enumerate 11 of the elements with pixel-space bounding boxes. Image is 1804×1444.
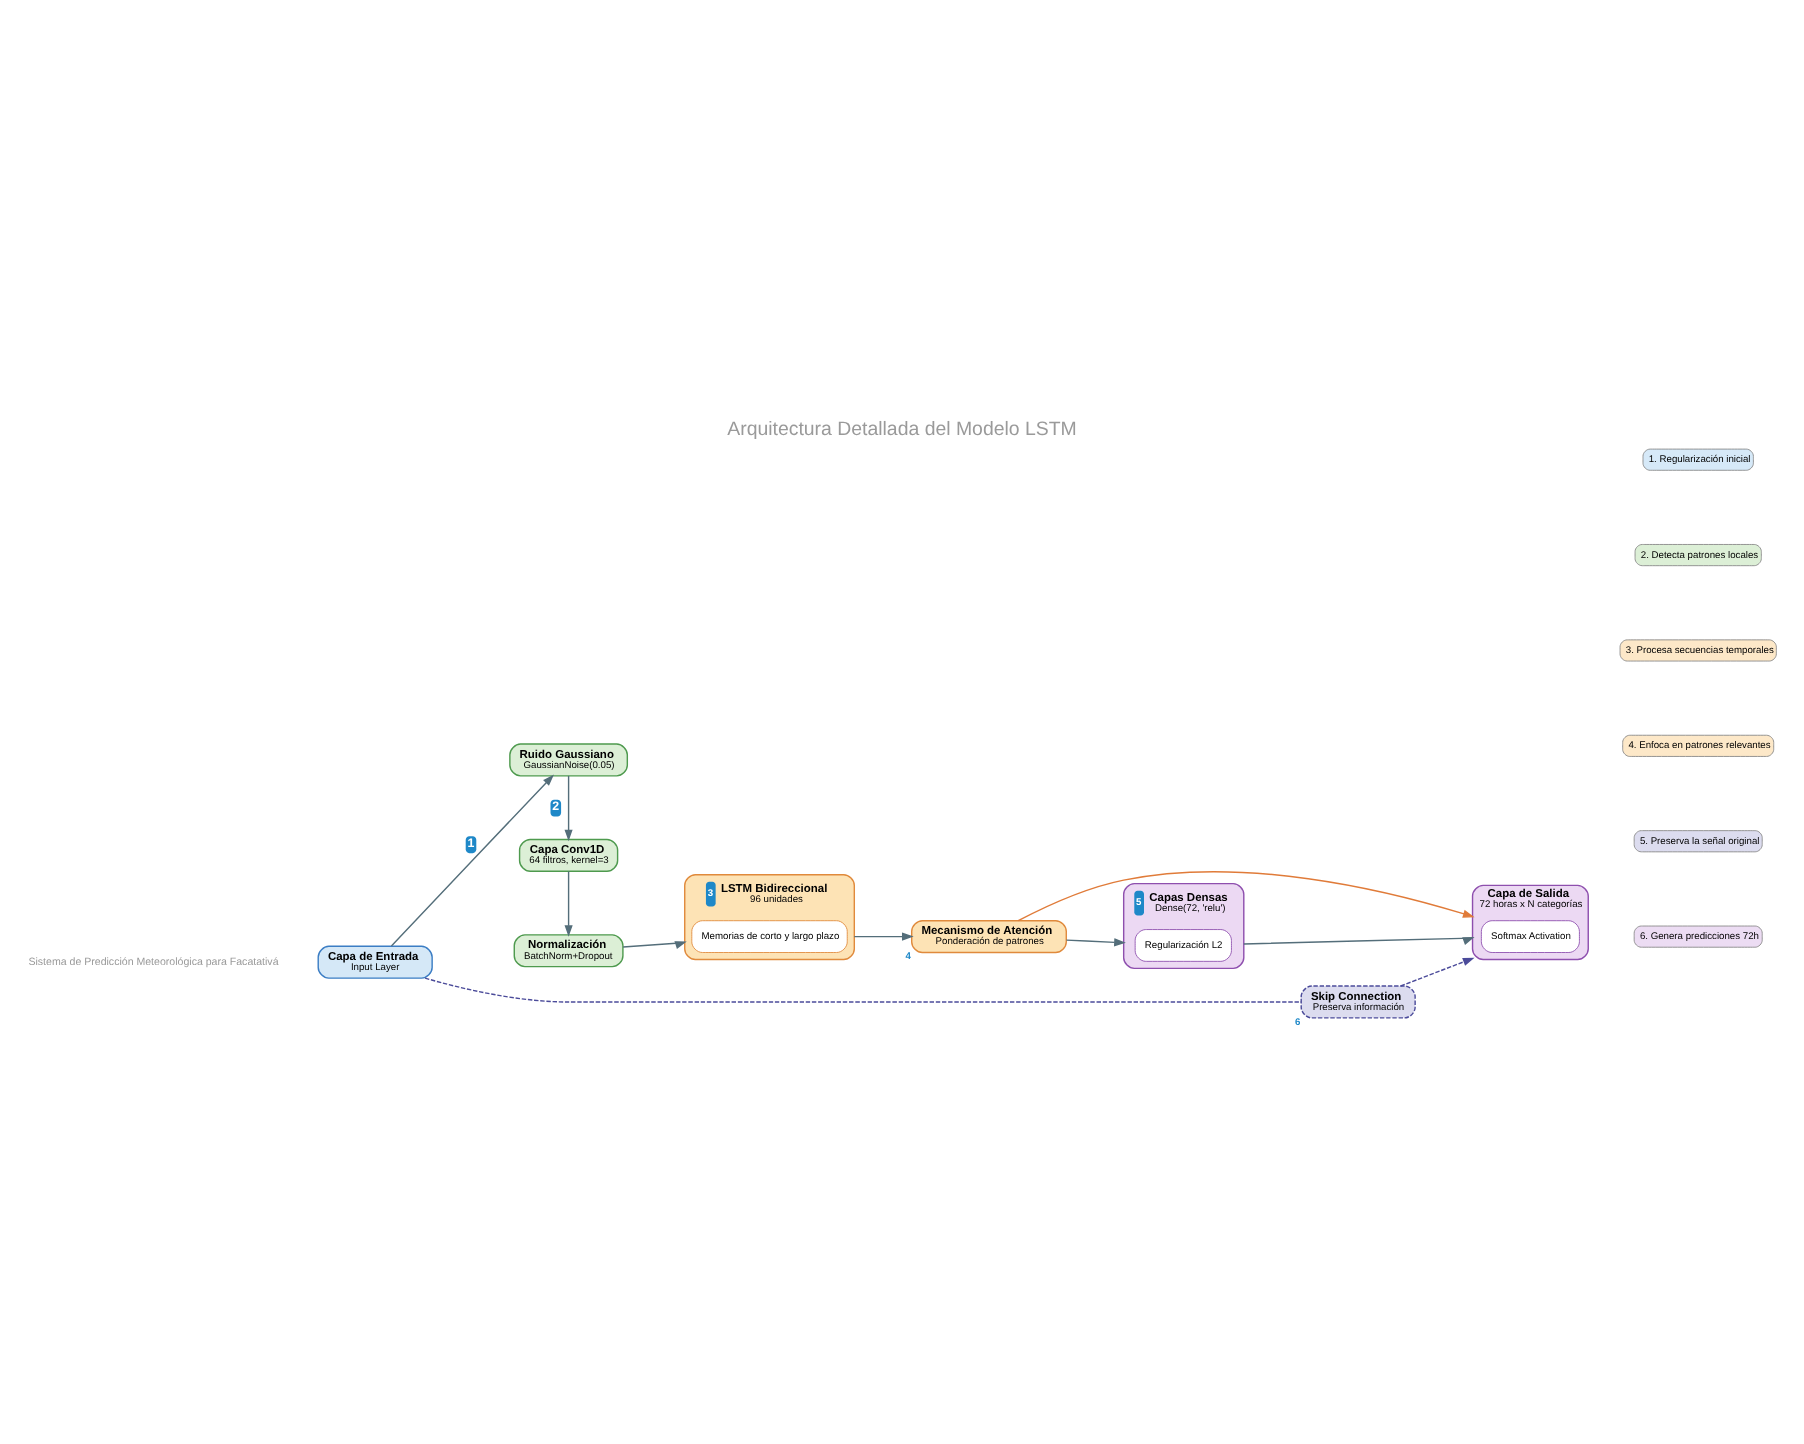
arrow — [1243, 937, 1475, 945]
arrow — [853, 932, 914, 941]
arrow — [390, 774, 554, 947]
arrow — [1065, 938, 1126, 947]
arrow — [564, 775, 573, 842]
arrow — [622, 941, 687, 949]
arrow — [1017, 871, 1475, 922]
connector — [424, 977, 1302, 1003]
diagram-title: Arquitectura Detallada del Modelo LSTM — [727, 418, 1077, 441]
arrow — [1400, 957, 1475, 987]
arrow — [564, 870, 573, 937]
